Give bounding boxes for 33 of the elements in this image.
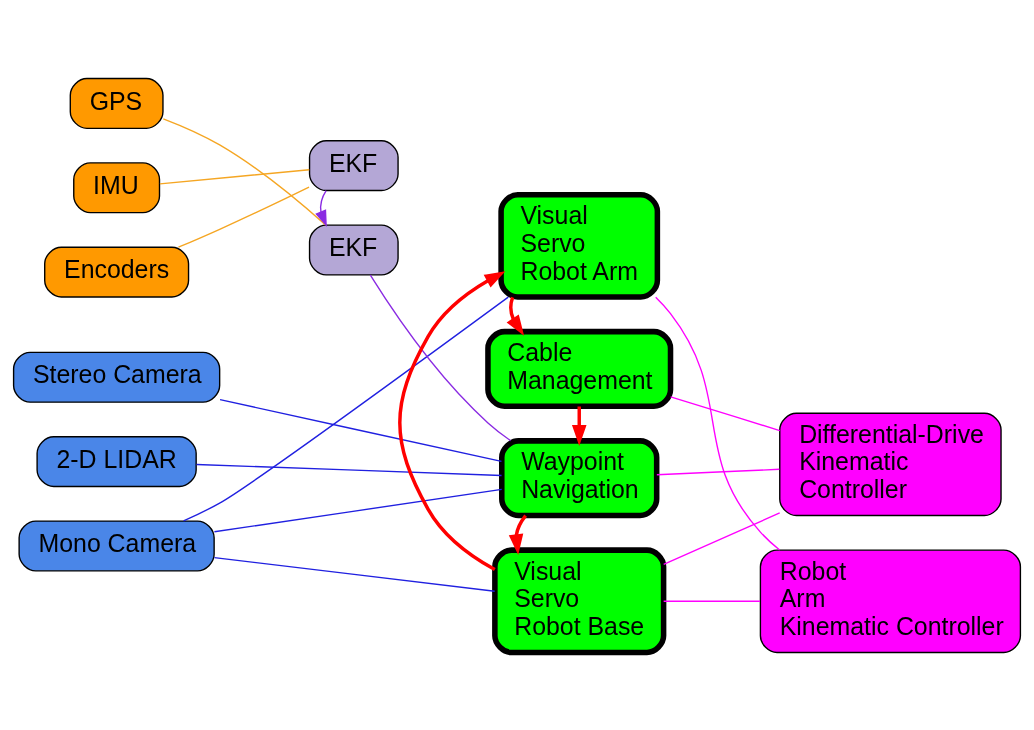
node-box: Encoders	[44, 246, 190, 298]
connector	[162, 117, 327, 226]
node-box: Visual Servo Robot Arm	[498, 191, 661, 300]
connector	[662, 511, 781, 565]
connector	[182, 295, 509, 522]
node-box: IMU	[73, 161, 161, 213]
arrow	[315, 189, 327, 227]
arrow	[398, 270, 506, 571]
node-box: Robot Arm Kinematic Controller	[759, 548, 1022, 653]
node-box: Stereo Camera	[12, 351, 221, 403]
connector	[195, 463, 503, 476]
connector	[669, 395, 781, 431]
arrow	[571, 406, 587, 446]
node-box: EKF	[308, 139, 399, 191]
connector	[369, 274, 512, 441]
connector	[655, 296, 781, 551]
connector	[656, 468, 780, 475]
node-box: Differential-Drive Kinematic Controller	[779, 412, 1002, 516]
arrow	[508, 514, 527, 555]
connector	[177, 185, 310, 248]
arrow	[506, 296, 525, 336]
connector	[159, 168, 310, 184]
connector	[662, 600, 761, 602]
node-box: Visual Servo Robot Base	[492, 546, 667, 655]
node-box: GPS	[69, 77, 164, 129]
connector	[213, 556, 496, 592]
node-box: Cable Management	[485, 328, 674, 409]
connector	[213, 488, 503, 532]
node-box: Waypoint Navigation	[499, 437, 660, 518]
node-box: Mono Camera	[18, 519, 215, 572]
connector	[219, 398, 503, 462]
node-box: EKF	[308, 223, 399, 276]
node-box: 2-D LIDAR	[36, 435, 197, 487]
